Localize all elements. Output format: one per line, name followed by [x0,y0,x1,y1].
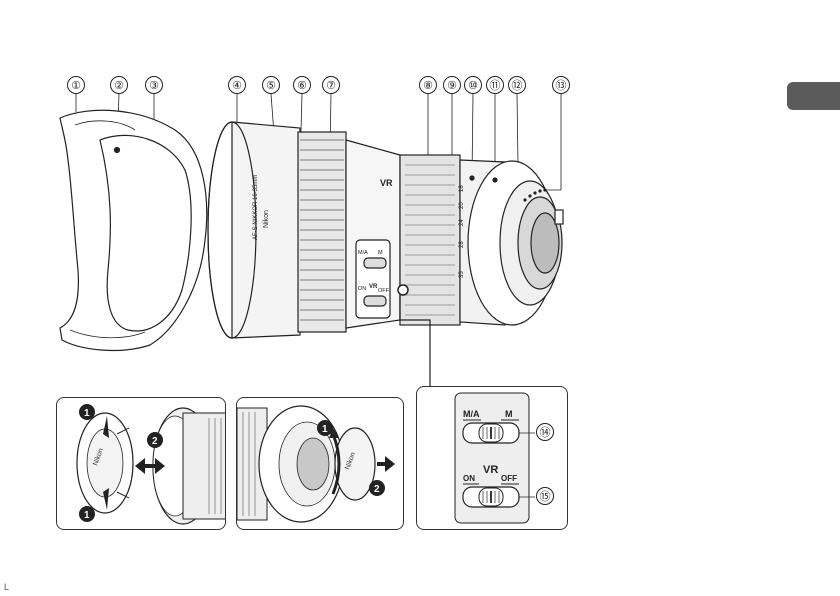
callout-15: ⑮ [536,487,554,505]
switch-vr-on-label: ON [358,286,366,292]
switch-detail-illustration: M/A M VR ON OFF [417,387,568,530]
panel-front-cap: Nikon 1 2 1 [56,397,226,530]
rear-step-2: 2 [374,484,380,495]
focal-mark-24: 24 [459,219,465,226]
lens-hood [60,110,207,350]
panel-switch-detail: M/A M VR ON OFF [416,386,568,530]
barrel-model-text: AF-S NIKKOR 16-35mm [253,175,259,240]
detail-focus-right-label: M [505,409,513,419]
switch-vr-off-label: OFF [378,288,390,294]
switch-focus-left-label: M/A [358,250,368,256]
lens-body [208,122,563,338]
front-step-1-top: 1 [84,408,90,419]
switch-vr-title-label: VR [369,284,378,290]
front-cap-illustration: Nikon 1 2 1 [57,398,226,530]
rear-cap-illustration: Nikon 1 2 [237,398,404,530]
focal-mark-35: 35 [459,271,465,278]
focal-mark-28: 28 [459,241,465,248]
front-step-2: 2 [152,436,158,447]
detail-vr-title-label: VR [483,464,498,476]
front-step-1-bottom: 1 [84,510,90,521]
focal-mark-18: 18 [459,185,465,192]
panel-rear-cap: Nikon 1 2 [236,397,404,530]
switch-focus-right-label: M [378,250,383,256]
rear-step-1: 1 [322,424,328,435]
page-corner-marker: L [4,582,9,592]
lens-illustration: AF-S NIKKOR 16-35mm Nikon VR 18 20 24 28… [0,0,840,400]
vr-badge-text: VR [380,178,393,188]
detail-focus-left-label: M/A [463,409,480,419]
focal-mark-20: 20 [459,202,465,209]
detail-vr-on-label: ON [463,474,475,483]
callout-14: ⑭ [536,423,554,441]
detail-vr-off-label: OFF [501,474,517,483]
barrel-brand-text: Nikon [263,210,270,228]
